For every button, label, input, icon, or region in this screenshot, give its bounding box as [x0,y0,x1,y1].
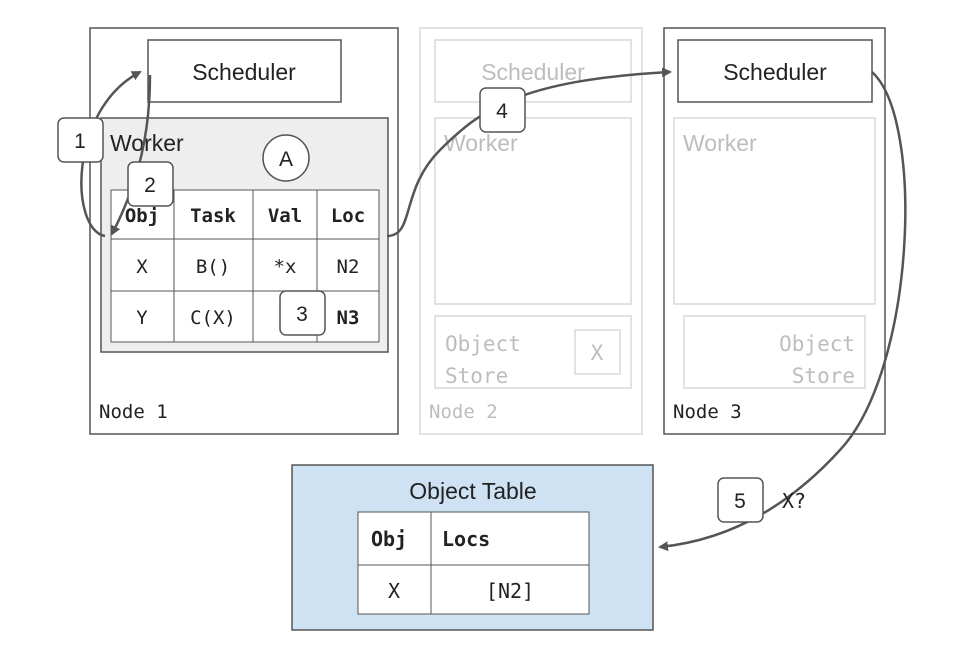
node-2-label: Node 2 [429,401,498,423]
step-badge-2 [127,161,174,207]
svg-text:2: 2 [144,174,156,197]
svg-text:1: 1 [74,130,86,153]
step-badge-3 [279,290,326,336]
svg-text:5: 5 [734,490,746,513]
node-2-worker-box [434,117,632,305]
node-3-object-store-line1: Object [779,332,855,356]
worker-a-label: A [279,148,293,171]
node-2-object-store-line1: Object [445,332,521,356]
arrow-step-4 [386,67,672,238]
node-2: Scheduler Worker Object Store X Node 2 [419,27,643,435]
query-label: X? [782,489,806,513]
arrow-step-2 [110,74,152,236]
arrows [80,67,907,552]
task-table-cell: X [136,256,148,278]
task-table-cell: Y [136,307,148,329]
node-3-object-store-box [683,315,866,389]
task-table-cell: *x [274,256,297,278]
object-table-title: Object Table [409,478,536,504]
step-badges: 1 2 3 4 5 [57,87,764,523]
task-table-cell: C(X) [190,307,236,329]
node-1-worker-label: Worker [110,130,184,156]
task-table-header-task: Task [190,205,236,227]
node-2-store-item: X [591,341,604,365]
node-3-label: Node 3 [673,401,742,423]
worker-a-circle [262,134,310,182]
node-1: Scheduler Worker A Obj Task Val Loc X B(… [89,27,399,435]
node-2-worker-label: Worker [444,130,518,156]
task-table-cell-loc-highlight: N3 [337,307,360,329]
task-table-header-val: Val [268,205,302,227]
node-3-object-store-line2: Store [792,364,855,388]
node-3-worker-box [673,117,876,305]
task-table-header-obj: Obj [125,205,159,227]
node-3-scheduler-box [677,39,873,103]
task-table: Obj Task Val Loc X B() *x N2 Y C(X) N3 [110,189,380,343]
object-table-header-obj: Obj [371,527,407,551]
svg-text:3: 3 [296,303,308,326]
object-table-cell: [N2] [486,579,534,603]
arrow-step-1 [80,70,142,238]
svg-text:4: 4 [496,100,508,123]
step-badge-1 [57,117,104,163]
object-table-header-locs: Locs [442,527,490,551]
node-3-worker-label: Worker [683,130,757,156]
task-table-cell: B() [196,256,230,278]
node-2-store-item-box [574,329,621,375]
task-table-cell: N2 [337,256,360,278]
node-1-scheduler-box [147,39,342,103]
node-2-object-store-line2: Store [445,364,508,388]
step-badge-4 [479,87,526,133]
node-2-scheduler-label: Scheduler [481,59,585,85]
step-badge-5 [717,477,764,523]
object-table: Object Table Obj Locs X [N2] [291,464,654,631]
node-1-scheduler-label: Scheduler [192,59,296,85]
node-3-scheduler-label: Scheduler [723,59,827,85]
object-table-cell: X [388,579,400,603]
node-3: Scheduler Worker Object Store Node 3 [663,27,886,435]
task-table-header-loc: Loc [331,205,365,227]
arrow-step-5 [658,71,907,552]
node-1-label: Node 1 [99,401,168,423]
